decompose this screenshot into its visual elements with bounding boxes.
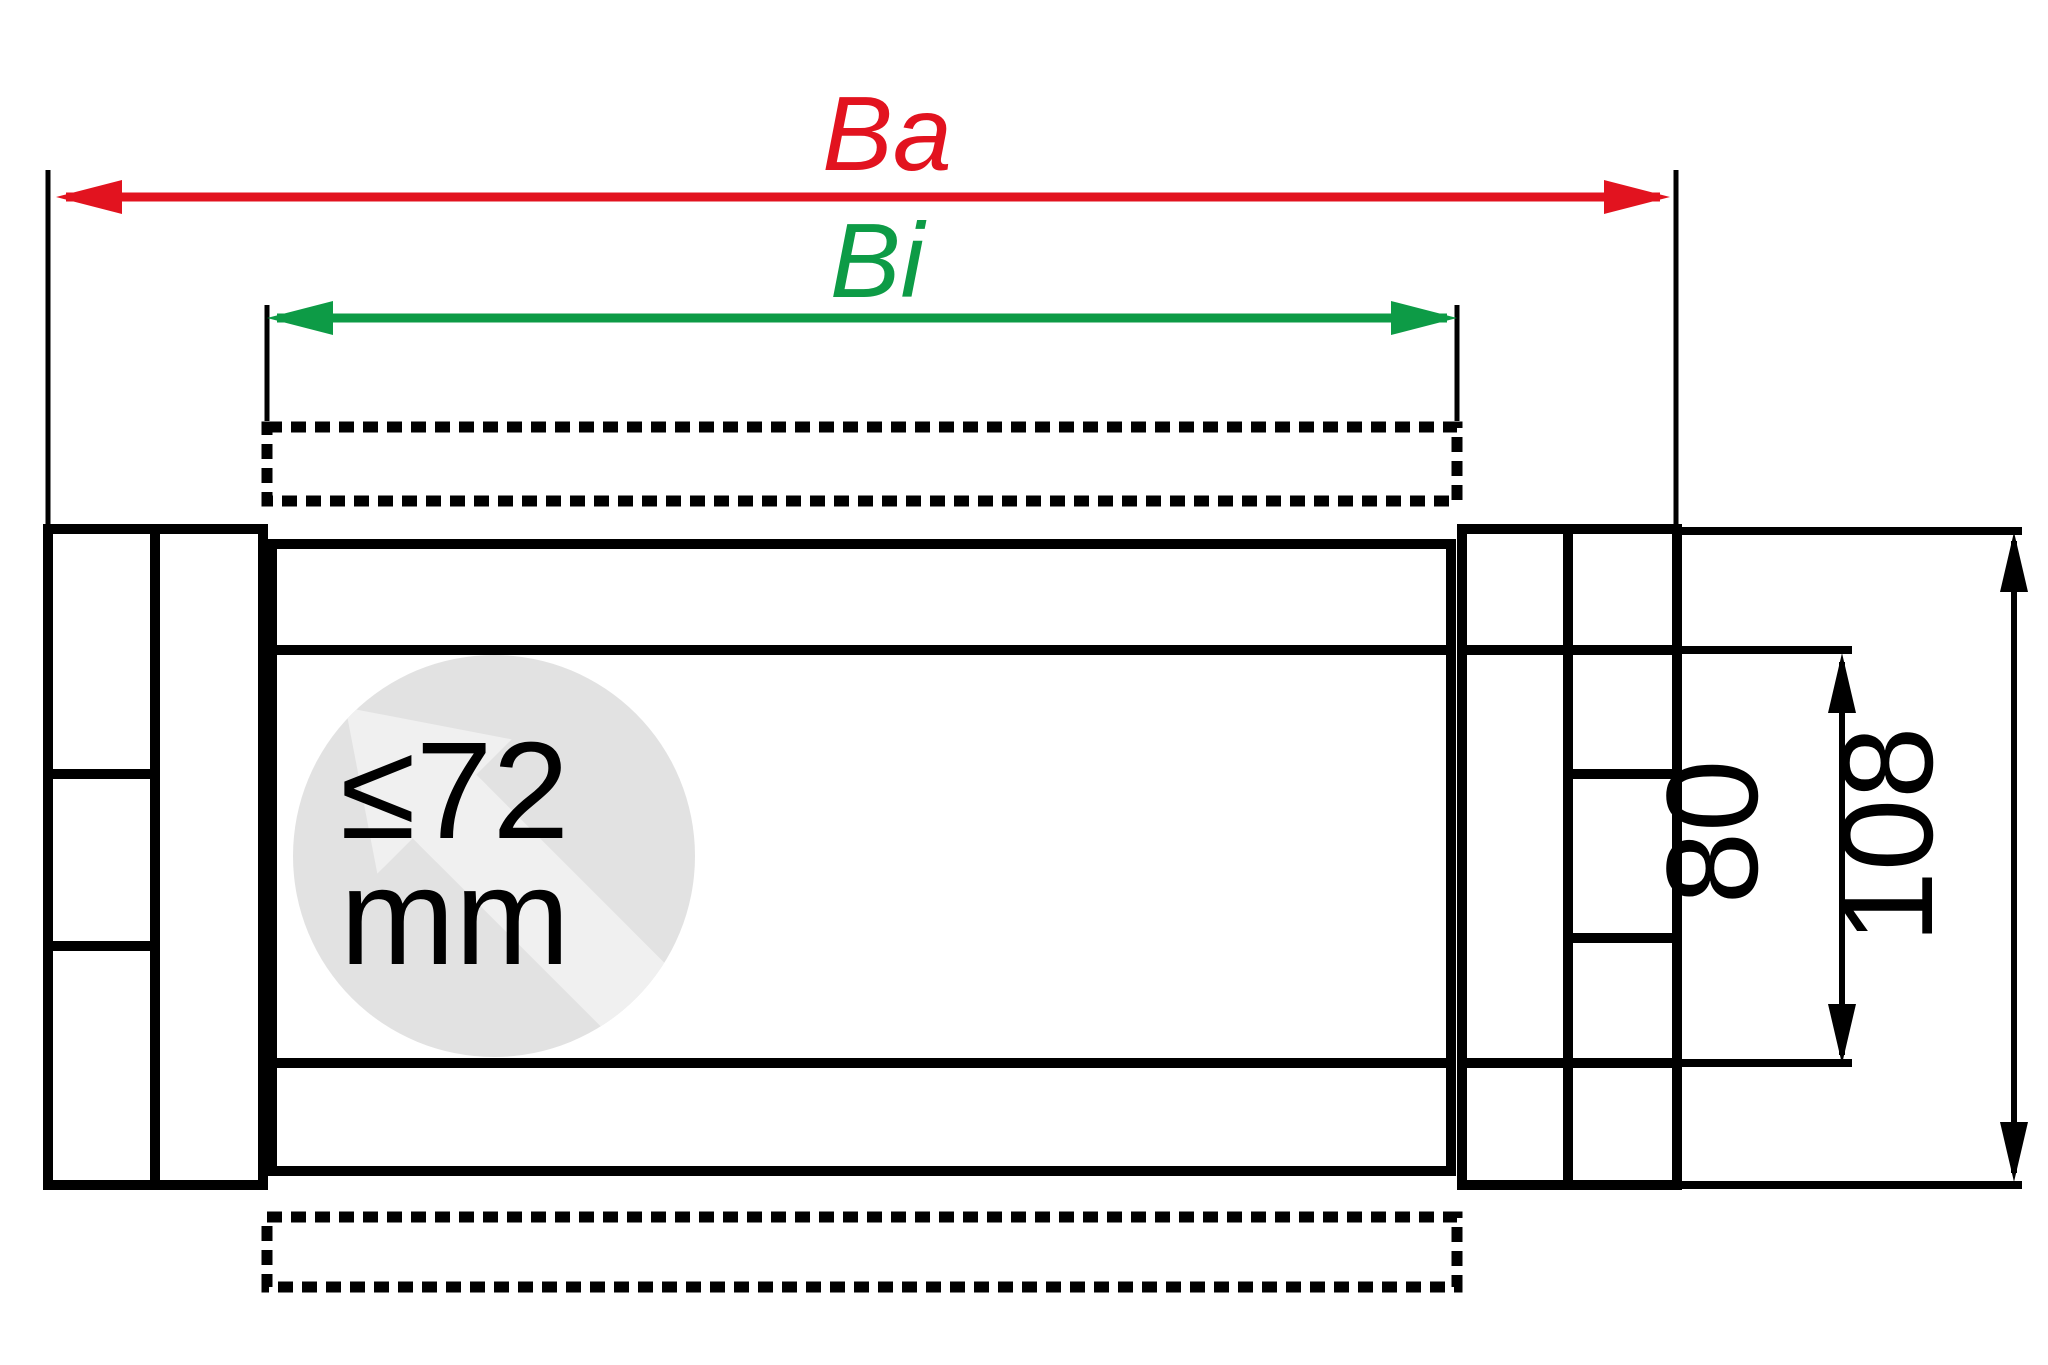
outer-width-dimension-ba: Ba <box>45 75 1679 534</box>
height-108-arrowhead-up-icon <box>2000 532 2028 592</box>
right-mounting-bracket <box>1457 524 1682 1190</box>
height-80-arrowhead-up-icon <box>1828 653 1856 713</box>
bi-label: Bi <box>830 202 927 320</box>
inner-width-dimension-bi: Bi <box>264 202 1460 421</box>
watermark-text-line1: ≤72 <box>340 714 569 868</box>
height-108-arrowhead-down-icon <box>2000 1122 2028 1182</box>
height-dimension-extension-lines <box>1677 527 2022 1189</box>
ba-arrowhead-right-icon <box>1604 180 1670 214</box>
chain-body-outline <box>267 539 1456 1176</box>
size-watermark: ≤72 mm <box>293 655 695 1057</box>
outer-height-dimension-108: 108 <box>1814 532 2028 1182</box>
left-mounting-bracket <box>43 524 268 1190</box>
bi-arrowhead-left-icon <box>267 301 333 335</box>
ba-label: Ba <box>822 75 952 193</box>
watermark-arrow-group <box>345 707 678 1040</box>
bi-arrowhead-right-icon <box>1391 301 1457 335</box>
bottom-dashed-rect <box>261 1211 1463 1293</box>
inner-height-dimension-80: 80 <box>1639 653 1856 1064</box>
chain-link-body <box>267 539 1456 1176</box>
top-dashed-outline <box>261 421 1463 507</box>
height-80-arrowhead-down-icon <box>1828 1004 1856 1064</box>
height-108-label: 108 <box>1814 727 1960 944</box>
top-dashed-rect <box>261 421 1463 507</box>
height-80-label: 80 <box>1639 760 1785 905</box>
ba-arrowhead-left-icon <box>56 180 122 214</box>
watermark-text-line2: mm <box>340 840 570 994</box>
watermark-up-left-arrow-icon <box>345 707 678 1040</box>
bottom-dashed-outline <box>261 1211 1463 1293</box>
